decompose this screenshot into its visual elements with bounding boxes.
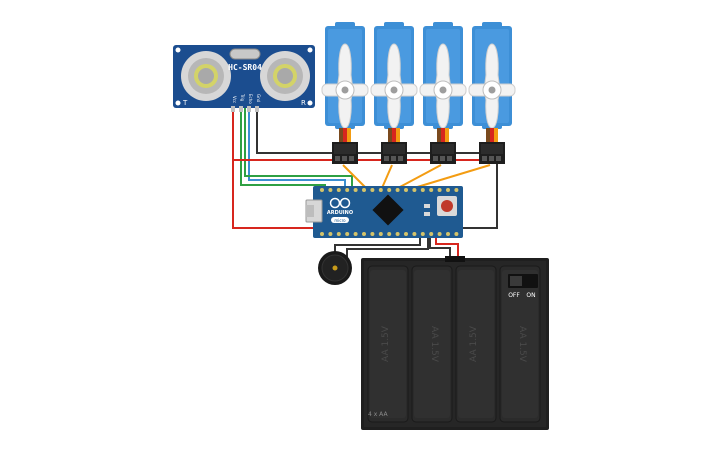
sensor-pin-label-trig: Trig <box>240 93 245 102</box>
header-pin-top[interactable] <box>378 188 383 192</box>
header-pin-top[interactable] <box>320 188 324 192</box>
header-pin-top[interactable] <box>353 188 358 192</box>
servo-connector[interactable] <box>479 142 505 164</box>
header-pin-top[interactable] <box>412 188 417 192</box>
switch-on-label: ON <box>526 292 535 299</box>
ultrasonic-sensor[interactable]: HC-SR04 T R Vcc Trig Echo Gnd <box>173 45 315 112</box>
reset-button[interactable] <box>437 196 457 216</box>
header-pin-bottom[interactable] <box>437 232 442 236</box>
sensor-left-mark: T <box>182 99 188 107</box>
header-pin-bottom[interactable] <box>378 232 383 236</box>
header-pin-top[interactable] <box>345 188 350 192</box>
sensor-right-mark: R <box>301 99 306 107</box>
sensor-pin-label-echo: Echo <box>248 94 253 104</box>
servo-motor[interactable] <box>321 22 369 164</box>
header-pin-top[interactable] <box>387 188 392 192</box>
wire-servo4-signal[interactable] <box>413 164 491 189</box>
header-pin-top[interactable] <box>404 188 408 192</box>
battery-cells: AA 1.5V AA 1.5V AA 1.5V AA 1.5V <box>367 265 541 423</box>
sensor-pin-label-gnd: Gnd <box>256 94 261 103</box>
wire-servo1-signal[interactable] <box>342 164 367 189</box>
battery-cell-label: AA 1.5V <box>517 326 527 363</box>
transducer-left <box>181 51 231 101</box>
header-pin-bottom[interactable] <box>429 232 434 236</box>
wire-sensor-vcc[interactable] <box>232 108 316 229</box>
board-model-label: micro <box>334 218 346 223</box>
servo-motor[interactable] <box>419 22 467 164</box>
microcontroller-chip <box>372 194 404 226</box>
sensor-pin-echo[interactable] <box>247 106 251 112</box>
wire-battery-neg[interactable] <box>429 238 451 262</box>
header-pin-top[interactable] <box>454 188 459 192</box>
servo-connector[interactable] <box>381 142 407 164</box>
sensor-pin-vcc[interactable] <box>231 106 235 112</box>
piezo-buzzer[interactable] <box>318 251 352 285</box>
header-pin-bottom[interactable] <box>387 232 392 236</box>
servo-motor[interactable] <box>370 22 418 164</box>
transducer-right <box>260 51 310 101</box>
header-pin-bottom[interactable] <box>395 232 400 236</box>
battery-pack[interactable]: AA 1.5V AA 1.5V AA 1.5V AA 1.5V OFF ON 4 x … <box>361 256 549 430</box>
wire-sensor-gnd[interactable] <box>256 108 497 154</box>
sensor-pin-gnd[interactable] <box>255 106 259 112</box>
battery-cell-label: AA 1.5V <box>381 325 391 362</box>
header-pin-top[interactable] <box>420 188 425 192</box>
header-pin-bottom[interactable] <box>362 232 366 236</box>
servo-connector[interactable] <box>332 142 358 164</box>
header-pin-top[interactable] <box>362 188 366 192</box>
board-header-pins <box>320 188 459 236</box>
header-pin-top[interactable] <box>395 188 400 192</box>
header-pin-top[interactable] <box>370 188 375 192</box>
wire-sensor-echo[interactable] <box>248 108 346 188</box>
header-pin-bottom[interactable] <box>370 232 375 236</box>
header-pin-top[interactable] <box>437 188 442 192</box>
header-pin-bottom[interactable] <box>404 232 408 236</box>
battery-pack-label: 4 x AA <box>368 411 388 418</box>
wire-servo2-signal[interactable] <box>381 164 393 189</box>
wire-servo3-signal[interactable] <box>397 164 442 189</box>
power-switch[interactable] <box>508 274 538 288</box>
switch-off-label: OFF <box>508 292 520 299</box>
header-pin-bottom[interactable] <box>345 232 350 236</box>
arduino-logo <box>329 197 351 209</box>
board-brand-label: ARDUINO <box>327 210 353 216</box>
header-pin-bottom[interactable] <box>412 232 417 236</box>
servo-group <box>321 22 516 164</box>
header-pin-bottom[interactable] <box>353 232 358 236</box>
header-pin-bottom[interactable] <box>320 232 324 236</box>
servo-connector[interactable] <box>430 142 456 164</box>
wire-servo-gnd-return[interactable] <box>462 153 498 229</box>
header-pin-top[interactable] <box>429 188 434 192</box>
header-pin-bottom[interactable] <box>454 232 459 236</box>
wire-buzzer-2[interactable] <box>346 238 429 262</box>
header-pin-top[interactable] <box>446 188 450 192</box>
sensor-model-label: HC-SR04 <box>228 63 262 72</box>
header-pin-bottom[interactable] <box>420 232 425 236</box>
header-pin-top[interactable] <box>328 188 333 192</box>
battery-cell-label: AA 1.5V <box>429 326 439 363</box>
header-pin-bottom[interactable] <box>446 232 450 236</box>
wire-sensor-trig-2[interactable] <box>244 108 353 188</box>
servo-motor[interactable] <box>468 22 516 164</box>
header-pin-bottom[interactable] <box>336 232 341 236</box>
arduino-micro-board[interactable]: ARDUINO micro <box>305 186 463 238</box>
header-pin-top[interactable] <box>336 188 341 192</box>
header-pin-bottom[interactable] <box>328 232 333 236</box>
sensor-pin-trig[interactable] <box>239 106 243 112</box>
wire-battery-pos[interactable] <box>435 238 459 262</box>
sensor-pin-label-vcc: Vcc <box>232 96 237 103</box>
battery-cell-label: AA 1.5V <box>469 325 479 362</box>
